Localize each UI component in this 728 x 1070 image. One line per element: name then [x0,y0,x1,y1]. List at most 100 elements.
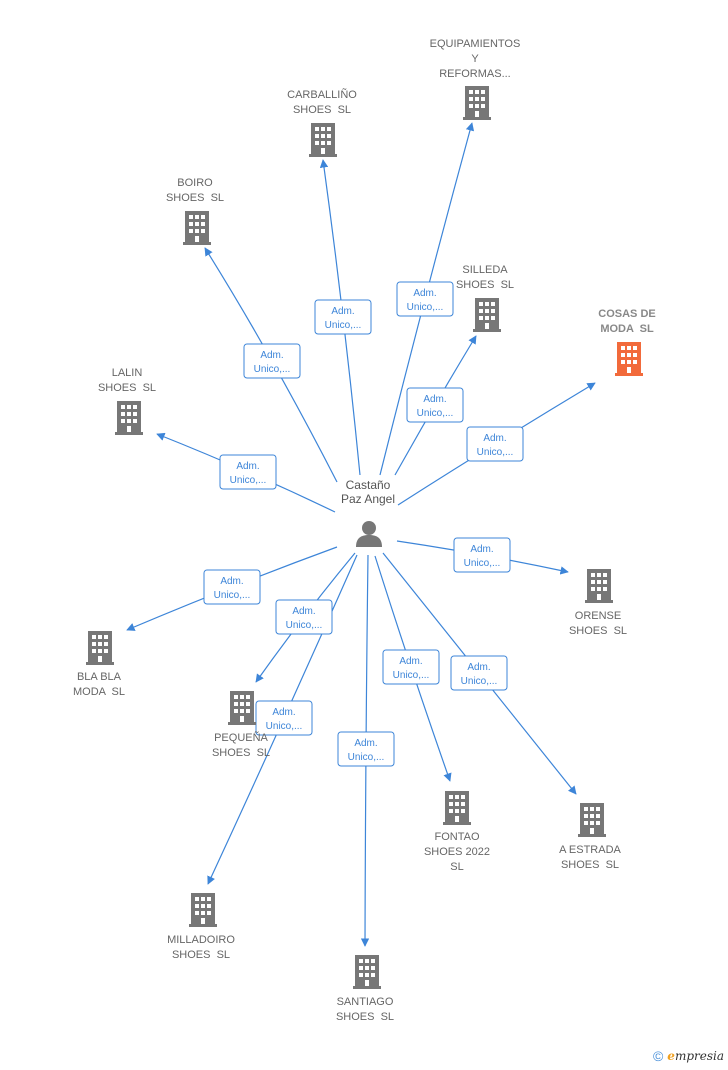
company-label-line-3: SL [450,861,463,873]
role-label-line-2: Unico,... [461,676,498,687]
company-label-line-2: SHOES SL [336,1011,394,1023]
company-label-line-1: ORENSE [575,610,621,622]
role-box-pequena[interactable]: Adm. Unico,... [275,599,333,635]
company-label-line-2: SHOES SL [456,279,514,291]
company-label-line-2: SHOES SL [561,859,619,871]
role-label-line-1: Adm. [413,288,436,299]
company-label-line-2: MODA SL [73,686,125,698]
company-label-line-1: COSAS DE [598,308,655,320]
company-node-lalin[interactable]: LALIN SHOES SL [98,367,156,435]
company-node-santiago[interactable]: SANTIAGO SHOES SL [336,955,394,1023]
building-icon [615,342,643,376]
company-label-line-1: MILLADOIRO [167,934,235,946]
role-label-line-2: Unico,... [214,590,251,601]
role-label-line-1: Adm. [423,394,446,405]
role-box-santiago[interactable]: Adm. Unico,... [337,731,395,767]
company-label-line-2: SHOES SL [166,192,224,204]
company-node-bla-bla[interactable]: BLA BLA MODA SL [73,631,125,698]
role-label-line-2: Unico,... [325,320,362,331]
building-icon [585,569,613,603]
building-icon [115,401,143,435]
company-node-silleda[interactable]: SILLEDA SHOES SL [456,264,514,332]
company-label-line-2: SHOES SL [293,104,351,116]
role-label-line-1: Adm. [354,738,377,749]
building-icon [443,791,471,825]
role-box-equipamientos[interactable]: Adm.Unico,... [396,281,454,317]
company-label-line-1: PEQUEÑA [214,731,268,744]
building-icon [578,803,606,837]
role-box-carballino[interactable]: Adm. Unico,... [314,299,372,335]
role-label-line-2: Unico,... [393,670,430,681]
role-label-line-2: Unico,... [254,364,291,375]
role-box-fontao[interactable]: Adm. Unico,... [382,649,440,685]
company-label-line-1: SILLEDA [462,264,508,276]
role-label-line-1: Adm. [399,656,422,667]
role-box-silleda[interactable]: Adm. Unico,... [406,387,464,423]
company-label-line-1: SANTIAGO [337,996,394,1008]
copyright-icon: © [652,1048,664,1064]
company-label-line-2: SHOES SL [98,382,156,394]
center-person[interactable]: Castaño Paz Angel [341,478,395,547]
role-box-boiro[interactable]: Adm. Unico,... [243,343,301,379]
building-icon [86,631,114,665]
role-box-a-estrada[interactable]: Adm. Unico,... [450,655,508,691]
company-node-boiro[interactable]: BOIRO SHOES SL [166,177,224,245]
company-node-pequena[interactable]: PEQUEÑA SHOES SL [212,691,270,759]
building-icon [183,211,211,245]
building-icon [309,123,337,157]
role-label-line-2: Unico,... [477,447,514,458]
role-label-line-1: Adm. [470,544,493,555]
role-label-line-1: Adm. [220,576,243,587]
role-label-line-1: Adm. [483,433,506,444]
role-box-bla-bla[interactable]: Adm. Unico,... [203,569,261,605]
company-label-line-2: SHOES SL [172,949,230,961]
role-label-line-2: Unico,... [348,752,385,763]
person-icon [356,521,382,547]
company-label-line-1: LALIN [112,367,143,379]
company-label-line-1: A ESTRADA [559,844,621,856]
role-label-line-2: Unico,... [230,475,267,486]
company-label-line-1: BLA BLA [77,671,122,683]
role-label-line-1: Adm. [260,350,283,361]
company-node-milladoiro[interactable]: MILLADOIRO SHOES SL [167,893,235,961]
role-label-line-1: Adm. [272,707,295,718]
brand-logo: empresia [667,1049,724,1063]
company-label-line-1: BOIRO [177,177,213,189]
company-node-a-estrada[interactable]: A ESTRADA SHOES SL [559,803,622,871]
role-label-line-1: Adm. [236,461,259,472]
role-label-line-2: Unico,... [266,721,303,732]
person-name-line-1: Castaño [346,478,391,492]
company-node-orense[interactable]: ORENSE SHOES SL [569,569,627,637]
company-node-cosas-de-moda[interactable]: COSAS DE MODA SL [598,308,656,376]
role-label-line-1: Adm. [331,306,354,317]
company-node-carballino[interactable]: CARBALLIÑO SHOES SL [287,88,357,157]
role-box-cosas-de-moda[interactable]: Adm. Unico,... [466,426,524,462]
role-label-line-2: Unico,... [286,620,323,631]
building-icon [228,691,256,725]
role-box-milladoiro[interactable]: Adm. Unico,... [255,700,313,736]
company-node-equipamientos[interactable]: EQUIPAMIENTOS Y REFORMAS... [430,38,521,120]
building-icon [189,893,217,927]
company-label-line-2: Y [471,53,479,65]
company-label-line-2: SHOES SL [569,625,627,637]
role-label-line-1: Adm. [292,606,315,617]
company-label-line-2: SHOES 2022 [424,846,490,858]
role-label-line-2: Unico,... [417,408,454,419]
company-label-line-1: EQUIPAMIENTOS [430,38,521,50]
role-label-line-2: Unico,... [464,558,501,569]
footer-brand: © empresia [653,1048,724,1064]
company-label-line-3: REFORMAS... [439,68,511,80]
company-label-line-2: SHOES SL [212,747,270,759]
role-box-lalin[interactable]: Adm. Unico,... [219,454,277,490]
person-name-line-2: Paz Angel [341,492,395,506]
company-label-line-1: FONTAO [434,831,479,843]
role-box-orense[interactable]: Adm. Unico,... [453,537,511,573]
building-icon [353,955,381,989]
building-icon [473,298,501,332]
role-label-line-1: Adm. [467,662,490,673]
building-icon [463,86,491,120]
company-label-line-1: CARBALLIÑO [287,88,357,101]
company-label-line-2: MODA SL [600,323,654,335]
